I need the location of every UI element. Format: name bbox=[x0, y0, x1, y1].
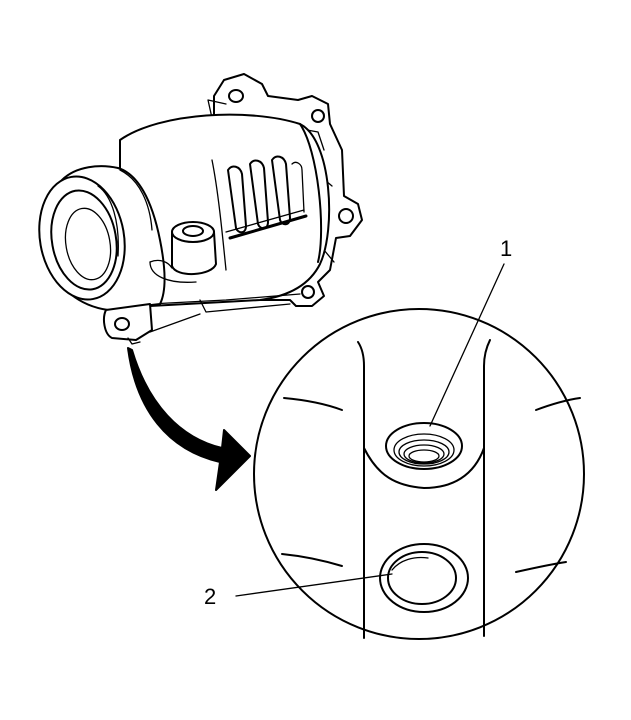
threaded-port-1 bbox=[385, 422, 463, 470]
detail-arrow bbox=[127, 347, 251, 491]
wall-contour-line bbox=[535, 397, 581, 411]
callout-1: 1 bbox=[429, 236, 512, 427]
flange-bolt-hole bbox=[301, 285, 315, 299]
lower-mount-ear bbox=[103, 303, 201, 345]
wall-contour-line bbox=[281, 553, 343, 567]
wall-contour-line bbox=[283, 397, 343, 411]
callout-label-1: 1 bbox=[500, 236, 512, 261]
flange-bolt-hole bbox=[228, 89, 244, 103]
leader-line-1 bbox=[429, 263, 505, 427]
flange-bolt-hole bbox=[338, 208, 354, 224]
leader-line-2 bbox=[235, 573, 393, 597]
mounting-boss bbox=[149, 221, 217, 283]
callout-label-2: 2 bbox=[204, 584, 216, 609]
housing-assembly bbox=[38, 73, 363, 345]
flange-bolt-hole bbox=[311, 109, 325, 123]
boss-rib bbox=[357, 339, 491, 639]
side-port-2 bbox=[379, 543, 469, 613]
front-neck bbox=[38, 165, 166, 311]
detail-magnified-view bbox=[253, 308, 585, 640]
callout-2: 2 bbox=[204, 573, 393, 609]
body-slots bbox=[225, 155, 308, 240]
wall-contour-line bbox=[515, 561, 567, 573]
